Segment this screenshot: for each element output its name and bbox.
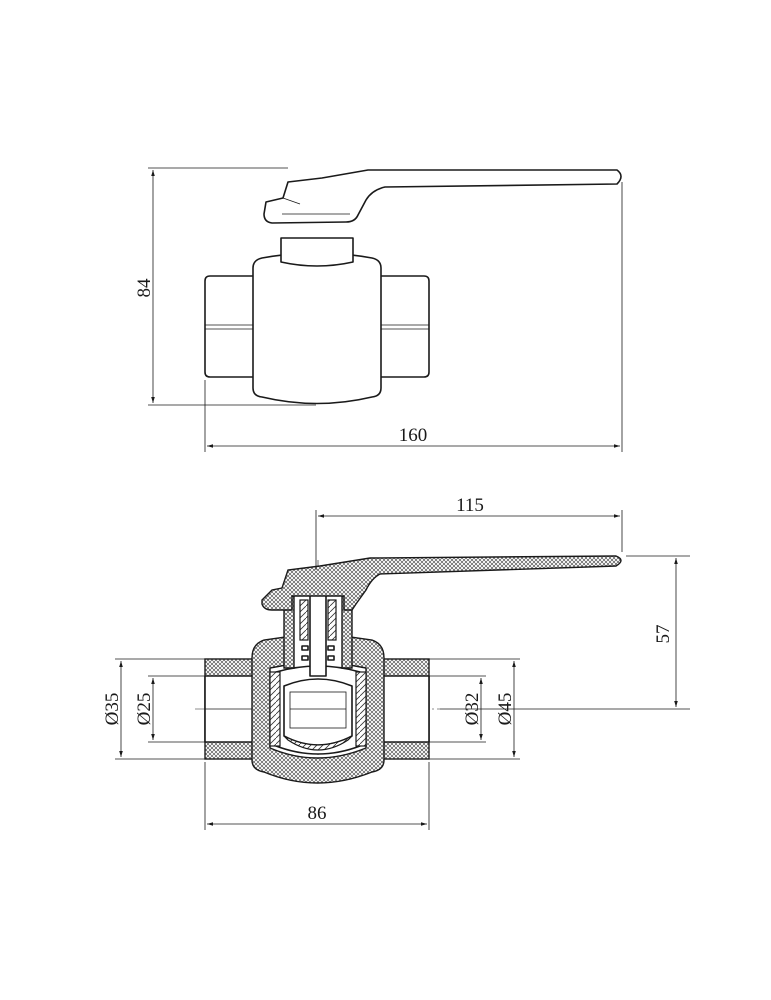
section-body [251, 635, 385, 784]
handle-reach-label: 115 [456, 495, 484, 516]
height-dimension-label: 84 [134, 278, 155, 298]
top-view: 84 160 [134, 167, 623, 452]
bonnet [280, 237, 354, 267]
inner-diameter-right-label: Ø32 [462, 693, 483, 726]
inner-diameter-left-label: Ø25 [134, 693, 155, 726]
ball-section-hatch [283, 735, 353, 751]
body-length-label: 86 [308, 803, 327, 824]
valve-body [252, 252, 382, 405]
outer-diameter-right-label: Ø45 [495, 693, 516, 726]
length-dimension-label: 160 [399, 425, 428, 446]
outer-diameter-left-label: Ø35 [102, 693, 123, 726]
section-view: 115 57 Ø35 Ø25 Ø32 Ø45 86 [102, 495, 690, 830]
section-lever-handle [261, 555, 622, 611]
ball [283, 678, 353, 746]
left-socket [204, 275, 254, 378]
lever-handle [263, 169, 622, 224]
right-socket [380, 275, 430, 378]
stem-height-label: 57 [653, 625, 674, 644]
